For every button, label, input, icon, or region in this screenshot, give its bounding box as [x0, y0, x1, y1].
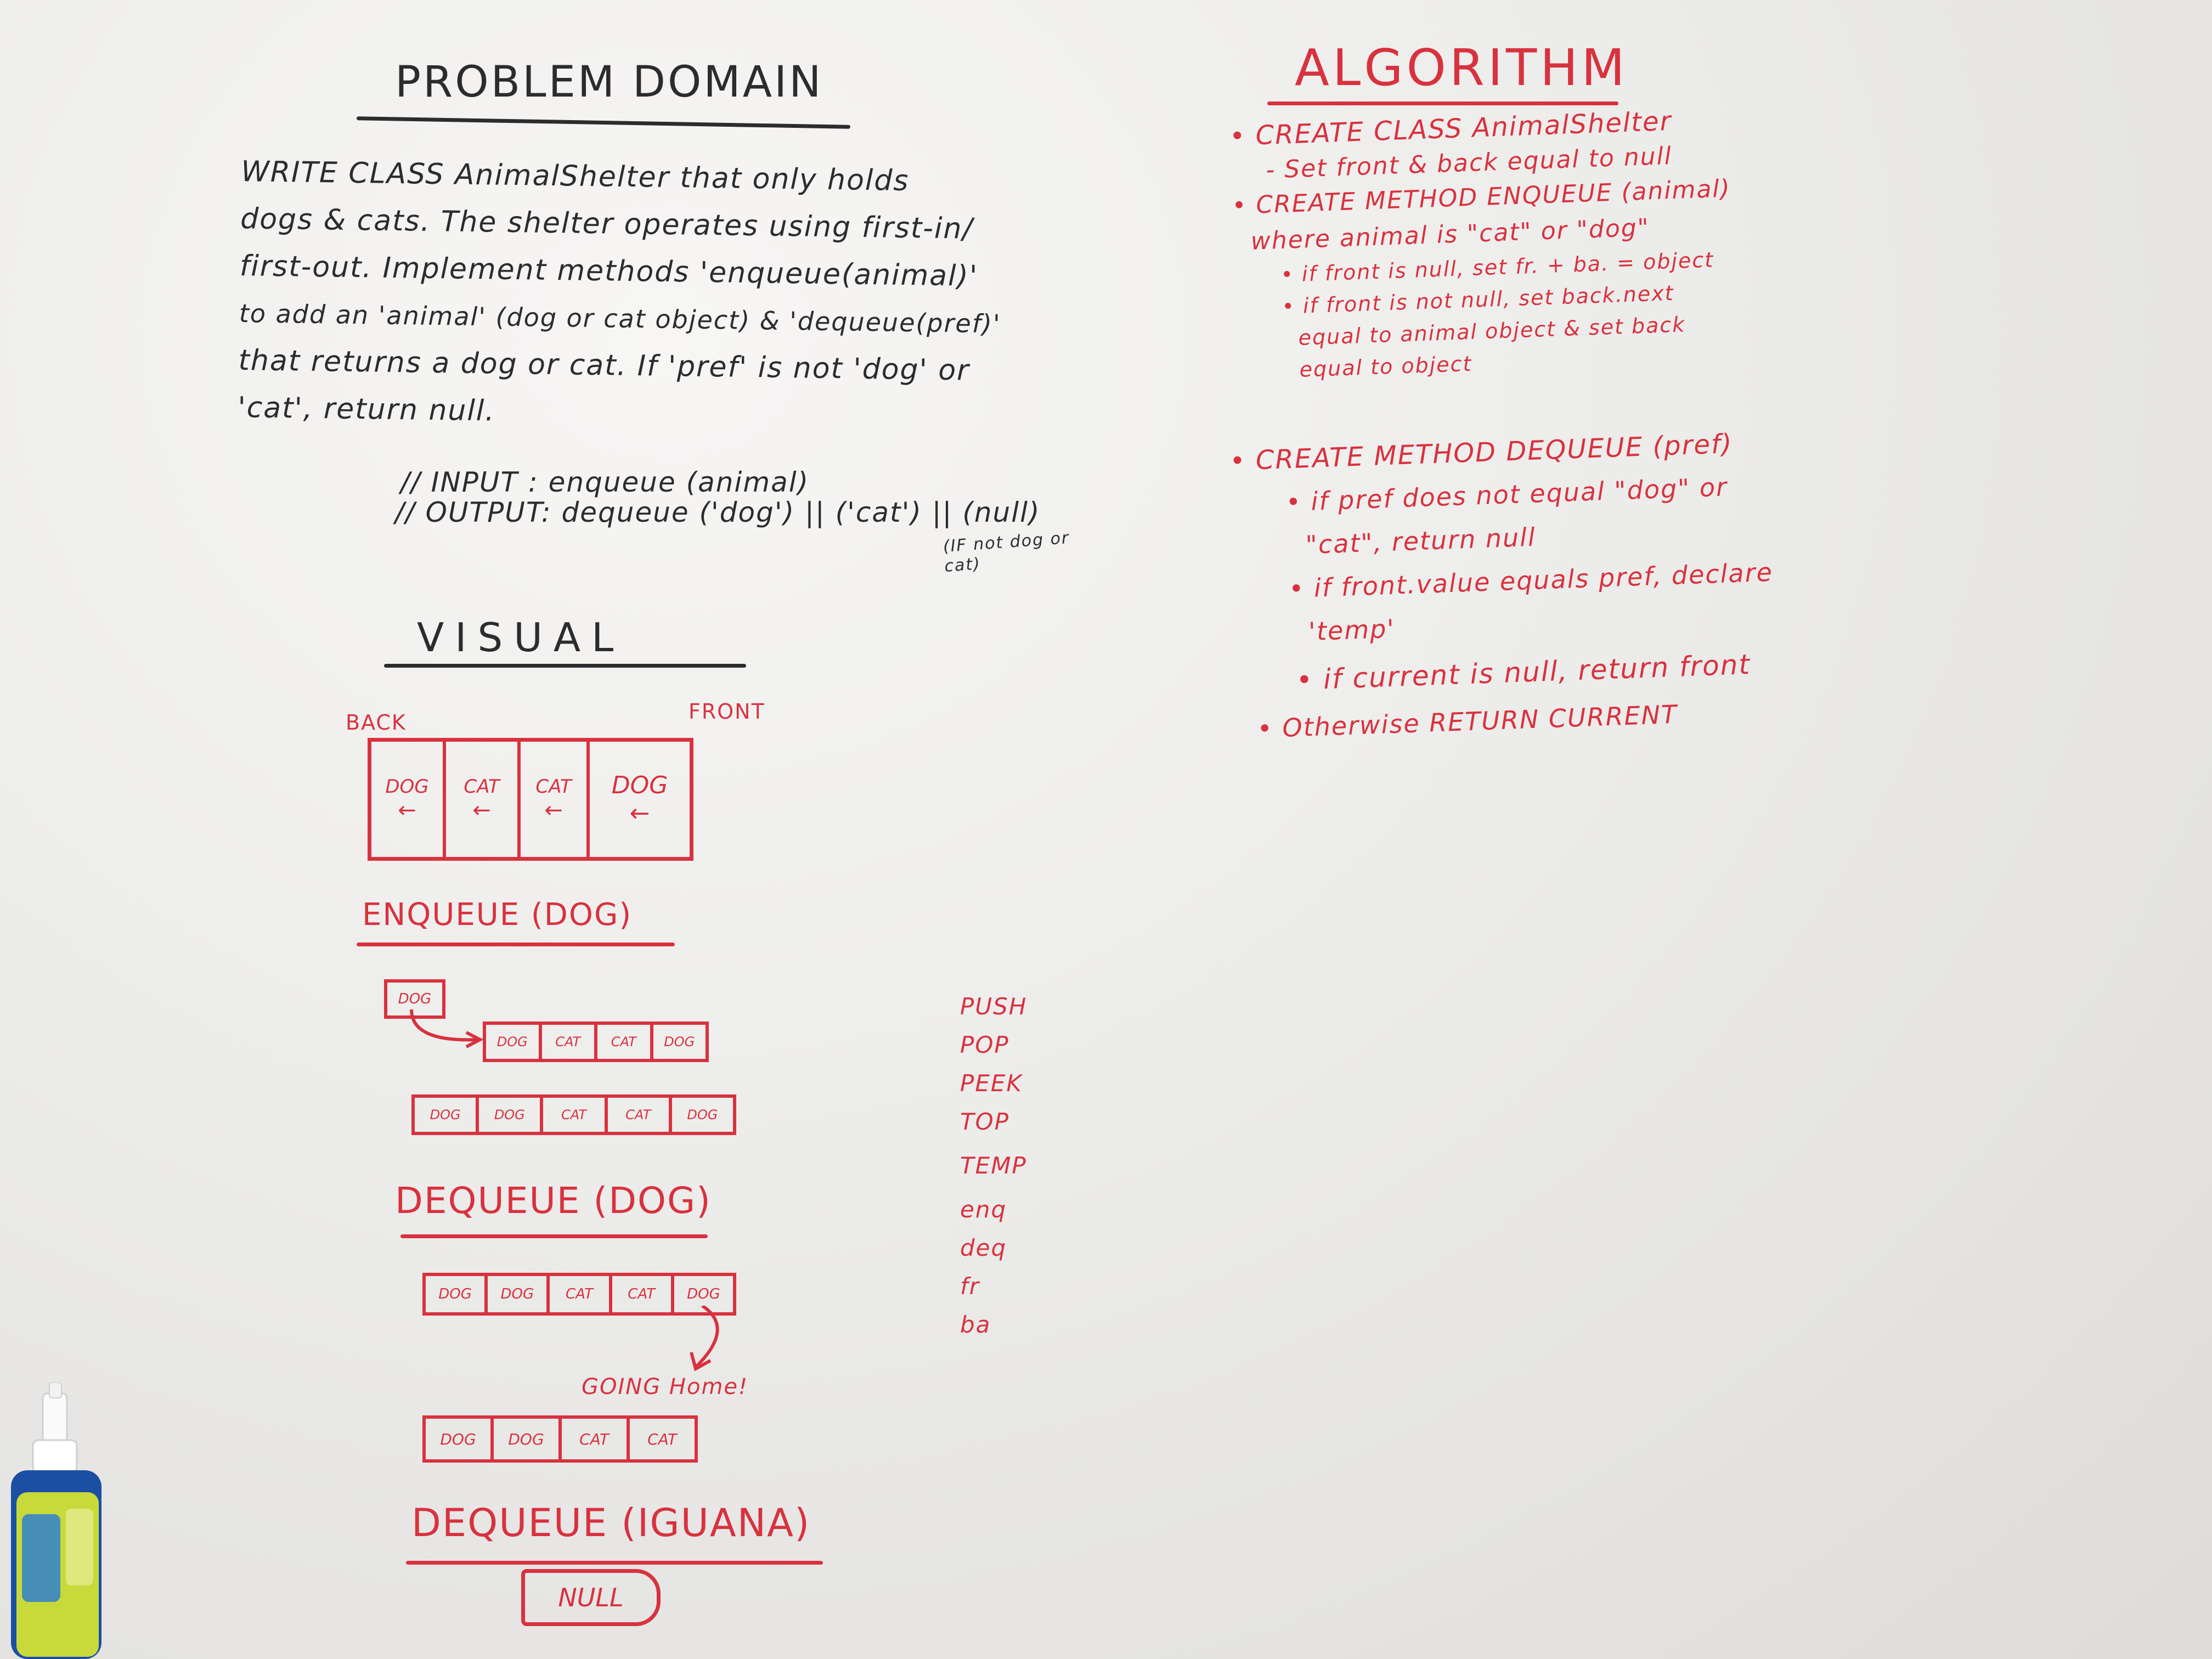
- queue-cell: DOG: [426, 1419, 494, 1459]
- queue-cell: CAT: [608, 1098, 672, 1132]
- queue-cell-label: CAT: [555, 1034, 581, 1049]
- queue-cell-label: CAT: [561, 1107, 587, 1122]
- queue-cell: DOG ←: [590, 742, 690, 857]
- problem-domain-text: WRITE CLASS AnimalShelter that only hold…: [238, 148, 1003, 442]
- back-label: BACK: [346, 710, 407, 735]
- side-word: TOP: [960, 1108, 1010, 1135]
- queue-cell: DOG ←: [371, 742, 446, 857]
- queue-cell: DOG: [653, 1025, 706, 1059]
- queue-cell-label: DOG: [500, 1286, 534, 1302]
- spray-bottle: [11, 1383, 101, 1659]
- side-word: ba: [960, 1311, 991, 1338]
- queue-cell-label: CAT: [647, 1430, 677, 1448]
- front-label: FRONT: [689, 699, 765, 724]
- null-box: NULL: [521, 1569, 661, 1626]
- queue-cell: CAT: [542, 1025, 597, 1059]
- queue-cell-label: DOG: [440, 1430, 476, 1448]
- queue-cell-label: CAT: [566, 1286, 593, 1302]
- iguana-underline: [406, 1561, 823, 1565]
- null-label: NULL: [558, 1583, 624, 1612]
- enqueue-before-queue: DOG CAT CAT DOG: [483, 1022, 709, 1062]
- queue-cell: CAT: [562, 1419, 630, 1459]
- queue-cell-label: DOG: [687, 1107, 718, 1122]
- queue-cell-label: DOG: [494, 1107, 525, 1122]
- enqueue-new-box: DOG: [384, 979, 445, 1019]
- queue-cell: DOG: [486, 1025, 542, 1059]
- queue-cell: DOG: [387, 983, 442, 1015]
- queue-cell-label: CAT: [464, 776, 500, 798]
- input-line: // INPUT : enqueue (animal): [400, 466, 810, 498]
- dequeue-underline: [400, 1234, 708, 1238]
- queue-cell-label: DOG: [430, 1107, 461, 1122]
- queue-cell-label: CAT: [625, 1107, 651, 1122]
- side-word: POP: [960, 1031, 1009, 1058]
- queue-cell: DOG: [479, 1098, 544, 1132]
- algorithm-underline: [1267, 101, 1618, 105]
- left-arrow-icon: ←: [629, 799, 650, 827]
- queue-cell: DOG: [415, 1098, 479, 1132]
- queue-cell: CAT: [543, 1098, 608, 1132]
- dequeue-heading: DEQUEUE (DOG): [395, 1180, 712, 1222]
- queue-cell-label: DOG: [687, 1286, 720, 1302]
- queue-cell-label: DOG: [496, 1034, 528, 1049]
- queue-cell-label: DOG: [398, 991, 432, 1007]
- visual-title: VISUAL: [417, 614, 625, 661]
- queue-cell: CAT: [597, 1025, 653, 1059]
- enqueue-arrow-icon: [410, 1009, 484, 1048]
- queue-cell: CAT: [630, 1419, 695, 1459]
- queue-cell: CAT: [550, 1276, 612, 1312]
- queue-cell: CAT: [612, 1276, 674, 1312]
- left-arrow-icon: ←: [472, 798, 491, 823]
- dequeue-after-queue: DOG DOG CAT CAT: [422, 1415, 698, 1463]
- side-word: PEEK: [960, 1070, 1023, 1097]
- queue-cell: DOG: [672, 1098, 733, 1132]
- queue-cell: DOG: [494, 1419, 562, 1459]
- output-line: // OUTPUT: dequeue ('dog') || ('cat') ||…: [395, 496, 1041, 528]
- queue-cell-label: DOG: [385, 776, 429, 798]
- algorithm-steps-enqueue: • CREATE CLASS AnimalShelter - Set front…: [1229, 100, 1737, 387]
- side-word: PUSH: [960, 993, 1028, 1020]
- queue-cell-label: CAT: [579, 1430, 609, 1448]
- side-word: enq: [960, 1196, 1007, 1223]
- queue-cell-label: DOG: [611, 771, 668, 799]
- queue-cell: DOG: [488, 1276, 550, 1312]
- queue-cell: CAT ←: [521, 742, 590, 857]
- algorithm-title: ALGORITHM: [1295, 38, 1628, 97]
- side-word: TEMP: [960, 1152, 1027, 1179]
- output-note: (IF not dog or cat): [942, 528, 1070, 576]
- queue-cell-label: DOG: [664, 1034, 695, 1049]
- side-word: deq: [960, 1234, 1007, 1261]
- queue-cell: DOG: [674, 1276, 733, 1312]
- going-home-arrow-icon: [690, 1306, 719, 1372]
- problem-domain-underline: [357, 116, 850, 129]
- left-arrow-icon: ←: [398, 798, 416, 823]
- iguana-heading: DEQUEUE (IGUANA): [411, 1500, 811, 1545]
- enqueue-underline: [357, 943, 675, 946]
- going-home-label: GOING Home!: [582, 1374, 749, 1400]
- left-arrow-icon: ←: [544, 798, 563, 823]
- side-word: fr: [960, 1273, 980, 1300]
- problem-domain-title: PROBLEM DOMAIN: [395, 58, 823, 107]
- queue-cell-label: CAT: [628, 1286, 656, 1302]
- initial-queue: DOG ← CAT ← CAT ← DOG ←: [368, 738, 693, 861]
- queue-cell-label: CAT: [611, 1034, 636, 1049]
- queue-cell-label: DOG: [438, 1286, 472, 1302]
- algorithm-steps-dequeue: • CREATE METHOD DEQUEUE (pref) • if pref…: [1229, 420, 1779, 752]
- enqueue-after-queue: DOG DOG CAT CAT DOG: [411, 1094, 736, 1135]
- queue-cell: CAT ←: [446, 742, 521, 857]
- problem-line: 'cat', return null.: [237, 391, 496, 428]
- dequeue-before-queue: DOG DOG CAT CAT DOG: [422, 1273, 736, 1316]
- visual-underline: [384, 664, 746, 668]
- queue-cell-label: DOG: [508, 1430, 544, 1448]
- queue-cell: DOG: [426, 1276, 488, 1312]
- queue-cell-label: CAT: [535, 776, 572, 798]
- enqueue-heading: ENQUEUE (DOG): [362, 897, 633, 933]
